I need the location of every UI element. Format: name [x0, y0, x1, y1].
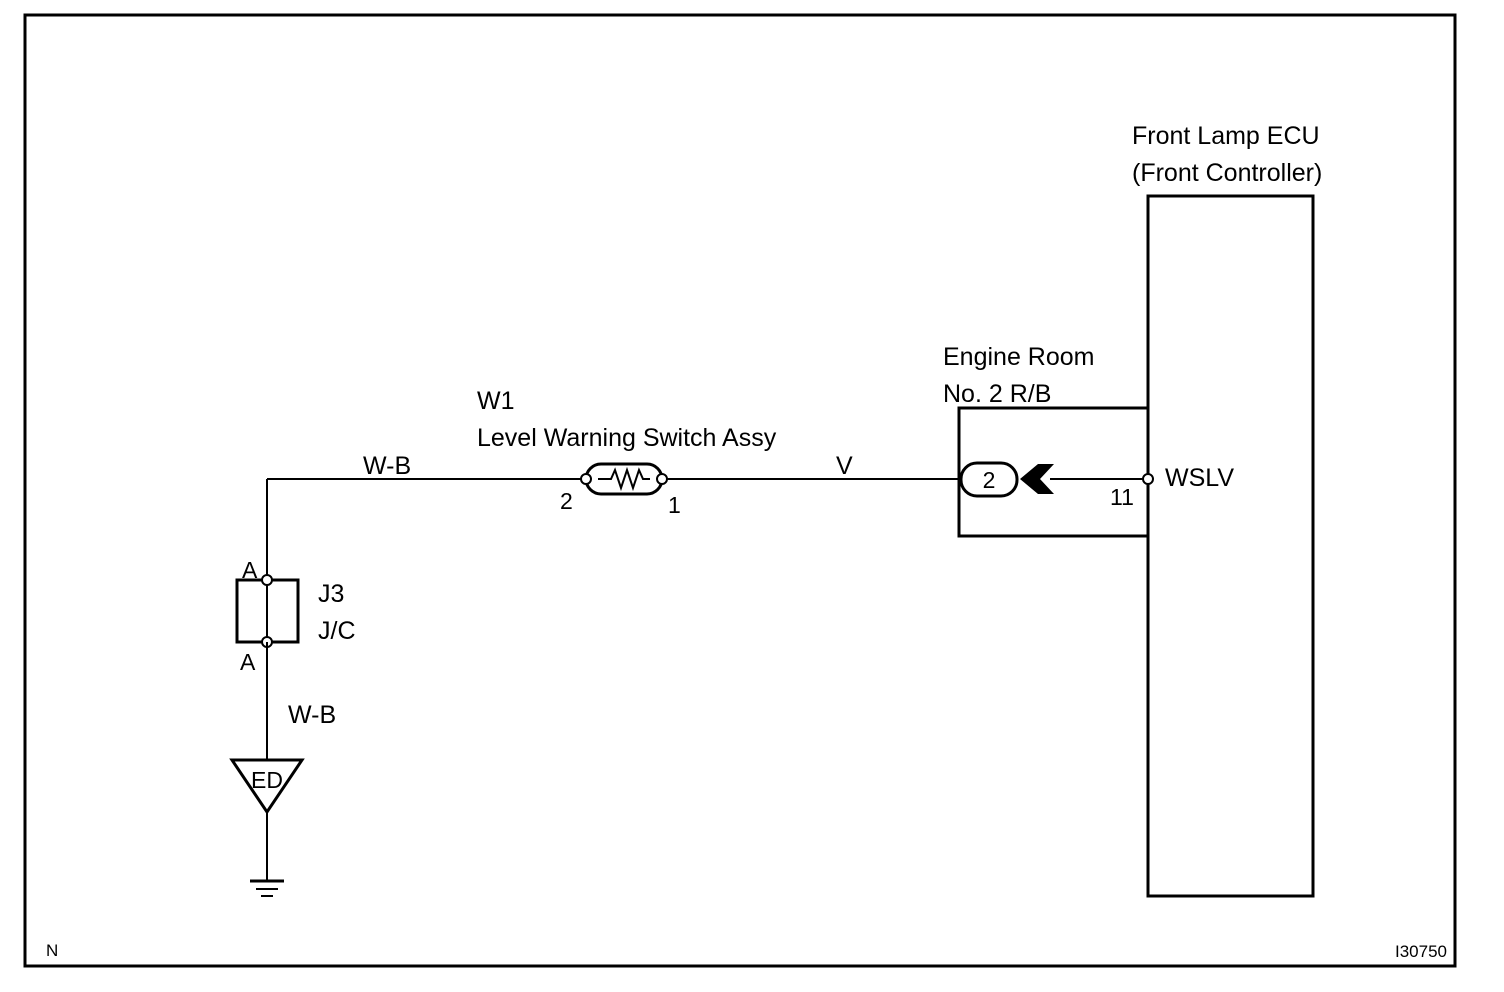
diagram-frame [23, 13, 1457, 968]
switch-pin-left: 2 [560, 488, 573, 514]
switch-name: Level Warning Switch Assy [477, 424, 777, 452]
ecu-title-line1: Front Lamp ECU [1132, 122, 1320, 150]
switch-terminal-2 [580, 473, 592, 485]
resistor-symbol [598, 466, 650, 492]
relay-block-name-line2: No. 2 R/B [943, 380, 1051, 408]
rb-connector-arrow [1020, 464, 1054, 494]
ecu-terminal-number: 11 [1110, 484, 1134, 510]
wire-color-label-v: V [836, 452, 853, 480]
switch-terminal-1 [656, 473, 668, 485]
ecu-terminal-name: WSLV [1165, 464, 1234, 492]
wire-color-label-wb-top: W-B [363, 452, 411, 480]
ground-point-triangle [229, 758, 305, 815]
switch-code: W1 [477, 387, 515, 415]
rb-connector-oval [959, 461, 1019, 498]
junction-terminal-top [261, 574, 273, 586]
switch-pin-right: 1 [668, 492, 681, 518]
front-lamp-ecu-box [1146, 194, 1315, 898]
junction-code: J3 [318, 580, 344, 608]
junction-name: J/C [318, 617, 356, 645]
relay-block-name-line1: Engine Room [943, 343, 1094, 371]
corner-letter: N [46, 941, 58, 960]
ecu-terminal-wslv [1142, 473, 1154, 485]
figure-id: I30750 [1395, 942, 1447, 961]
ground-icon [250, 879, 284, 897]
ecu-title-line2: (Front Controller) [1132, 159, 1322, 187]
junction-pin-bottom: A [240, 649, 256, 675]
ground-point-label: ED [251, 767, 283, 793]
wire-color-label-wb-lower: W-B [288, 701, 336, 729]
rb-connector-number: 2 [983, 467, 996, 493]
relay-block-box [957, 406, 1148, 538]
junction-pin-top: A [242, 557, 258, 583]
